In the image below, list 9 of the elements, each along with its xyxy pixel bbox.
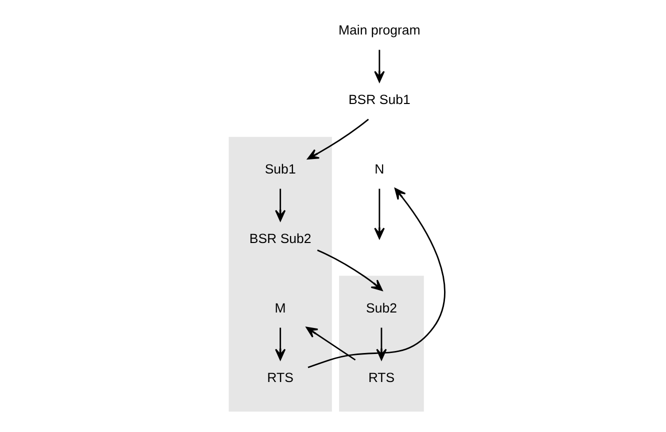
node-text: Main program — [338, 22, 420, 38]
node-text: RTS — [368, 370, 395, 385]
node-text: M — [274, 300, 286, 316]
node-text: Sub1 — [264, 162, 296, 176]
node-text: BSR Sub2 — [249, 230, 312, 246]
node-text: Sub2 — [366, 300, 397, 316]
node-text: RTS — [267, 370, 294, 385]
node-text: BSR Sub1 — [348, 92, 410, 108]
node-text: N — [374, 162, 384, 176]
